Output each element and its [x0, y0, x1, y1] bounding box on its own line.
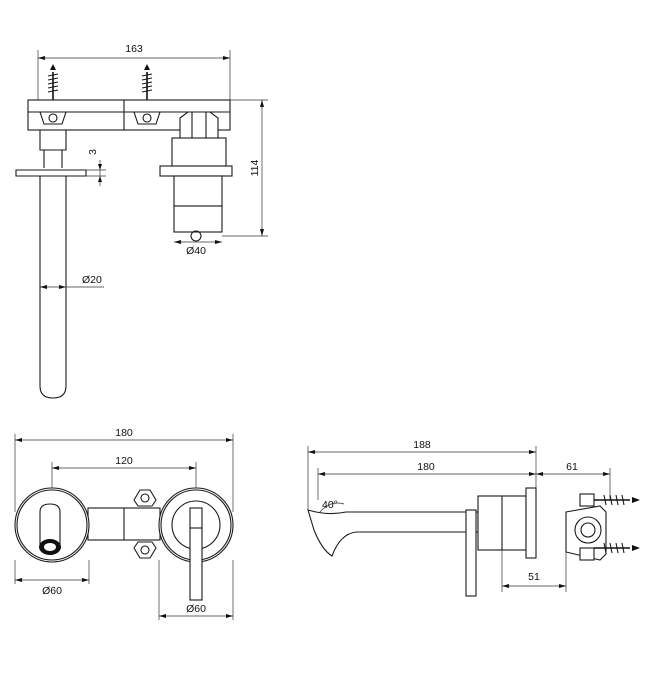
side-view: 188 180 61 40°: [307, 439, 640, 597]
dimension-label-188: 188: [413, 439, 431, 451]
dimension-label-114: 114: [249, 159, 261, 176]
angle-label: 40°: [322, 499, 338, 511]
dimension-label-side-180: 180: [417, 461, 435, 473]
clip-icon-right: [133, 111, 161, 125]
front-view: 180 120: [14, 427, 234, 620]
side-wall-plate: [525, 487, 537, 559]
dimension-label-front-180: 180: [115, 427, 133, 439]
spout-flange: [15, 169, 87, 177]
dimension-label-3: 3: [87, 149, 99, 155]
dimension-plate-offset: 51: [501, 548, 567, 592]
dimension-label-61: 61: [566, 461, 578, 473]
dimension-spout-diameter: Ø20: [40, 274, 104, 289]
spout-plate: [14, 487, 90, 563]
screw-icon-right: [141, 64, 153, 100]
screw-icon-upper: [594, 494, 640, 506]
mounting-bar: [27, 99, 231, 131]
dimension-left-plate: Ø60: [14, 560, 90, 597]
clip-icon-top: [133, 489, 157, 507]
dimension-label-120: 120: [115, 455, 133, 467]
spout-profile: [307, 509, 479, 557]
dimension-label-51: 51: [528, 571, 540, 583]
dimension-front-width: 180: [14, 427, 234, 512]
dimension-right-plate: Ø60: [158, 560, 234, 620]
dimension-flange-gap: 3: [86, 149, 106, 186]
lever-handle[interactable]: [189, 507, 203, 601]
top-view: 163: [15, 43, 268, 399]
dimension-label-right-plate: Ø60: [186, 603, 206, 615]
mixer-plate: [158, 487, 234, 601]
mixer-body: [159, 111, 233, 242]
dimension-top-width: 163: [37, 43, 231, 100]
lever-side[interactable]: [465, 509, 477, 597]
screw-icon-lower: [594, 542, 640, 554]
spout-tube: [39, 176, 67, 399]
dimension-spout-reach: 188: [307, 439, 537, 510]
dimension-reach-to-wall: 180: [317, 461, 536, 500]
spout-neck: [39, 130, 67, 151]
dimension-label-body: Ø40: [186, 245, 206, 257]
dimension-label-163: 163: [125, 43, 143, 55]
dimension-label-spout: Ø20: [82, 274, 102, 286]
dimension-body-depth: 61: [536, 461, 611, 500]
clip-icon-bottom: [133, 541, 157, 559]
spout-angle: 40°: [319, 499, 345, 513]
dimension-centre-distance: 120: [51, 455, 197, 500]
clip-icon-left: [39, 111, 67, 125]
screw-icon-left: [47, 64, 59, 100]
dimension-label-left-plate: Ø60: [42, 585, 62, 597]
dimension-top-height: 114: [222, 99, 268, 237]
rear-housing: [565, 493, 607, 561]
dimension-body-diameter: Ø40: [174, 240, 222, 257]
